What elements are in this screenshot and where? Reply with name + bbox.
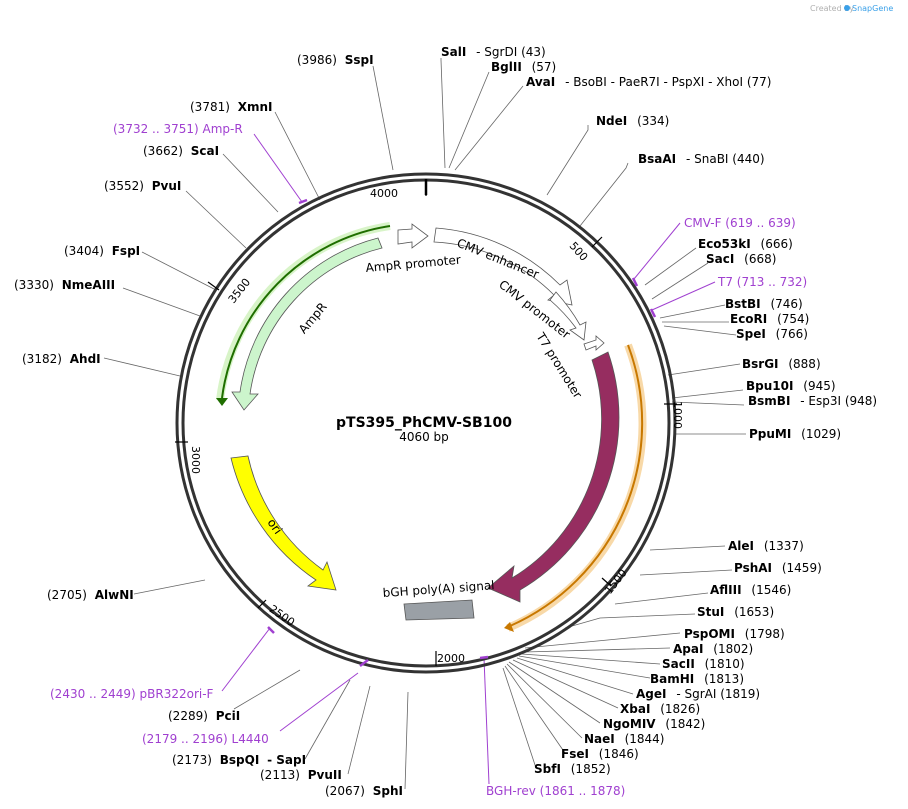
ampr-line-arrow	[216, 398, 228, 406]
enzyme-label-bspqi: (2173) BspQI - SapI	[172, 753, 306, 767]
enzyme-label-sacii: SacII (1810)	[662, 657, 745, 671]
enzyme-label-sbfi: SbfI (1852)	[534, 762, 611, 776]
credit-brand: SnapGene	[852, 4, 893, 13]
tick-marks	[175, 180, 677, 666]
enzyme-label-ngomiv: NgoMIV (1842)	[603, 717, 705, 731]
tick-1000: 1000	[671, 401, 684, 429]
enzyme-label-sphi: (2067) SphI	[325, 784, 403, 798]
cmv-promoter-feature	[549, 291, 587, 341]
enzyme-label-bsmbi: BsmBI - Esp3I (948)	[748, 394, 877, 408]
tick-500: 500	[567, 239, 591, 263]
primer-lines	[221, 133, 716, 785]
enzyme-label-xbai: XbaI (1826)	[620, 702, 700, 716]
enzyme-label-alei: AleI (1337)	[728, 539, 804, 553]
enzyme-label-pspomi: PspOMI (1798)	[684, 627, 785, 641]
sb100x-orf-line	[509, 344, 644, 627]
ampr-line	[221, 225, 391, 399]
snapgene-logo-icon	[844, 5, 850, 11]
enzyme-label-pshai: PshAI (1459)	[734, 561, 822, 575]
enzyme-label-bamhi: BamHI (1813)	[650, 672, 744, 686]
enzyme-label-stui: StuI (1653)	[697, 605, 774, 619]
primer-label-amp-r: (3732 .. 3751) Amp-R	[113, 122, 243, 136]
tick-4000: 4000	[370, 187, 398, 200]
connector-lines	[103, 58, 746, 790]
ori-feature	[230, 455, 337, 591]
enzyme-label-sspi: (3986) SspI	[297, 53, 374, 67]
enzyme-label-bstbi: BstBI (746)	[725, 297, 803, 311]
ampr-promoter-feature	[397, 223, 429, 249]
enzyme-label-sali: SalI - SgrDI (43)	[441, 45, 546, 59]
enzyme-label-nmeaiii: (3330) NmeAIII	[14, 278, 115, 292]
enzyme-label-xmni: (3781) XmnI	[190, 100, 273, 114]
feature-label-t7-promoter: T7 promoter	[533, 329, 585, 400]
enzyme-label-pvuii: (2113) PvuII	[260, 768, 342, 782]
enzyme-label-alwni: (2705) AlwNI	[47, 588, 134, 602]
primer-label-pbr322ori-f: (2430 .. 2449) pBR322ori-F	[50, 687, 214, 701]
credit-text: Created by	[810, 4, 854, 13]
plasmid-name: pTS395_PhCMV-SB100	[336, 415, 512, 431]
enzyme-label-naei: NaeI (1844)	[584, 732, 664, 746]
enzyme-label-ndei: NdeI (334)	[596, 114, 669, 128]
tick-2000: 2000	[437, 652, 465, 665]
enzyme-label-spei: SpeI (766)	[736, 327, 808, 341]
enzyme-label-agei: AgeI - SgrAI (1819)	[636, 687, 760, 701]
enzyme-label-fspi: (3404) FspI	[64, 244, 140, 258]
enzyme-label-scai: (3662) ScaI	[143, 144, 219, 158]
enzyme-label-fsei: FseI (1846)	[561, 747, 639, 761]
enzyme-label-avai: AvaI - BsoBI - PaeR7I - PspXI - XhoI (77…	[526, 75, 771, 89]
enzyme-label-bsrgi: BsrGI (888)	[742, 357, 821, 371]
t7-promoter-feature	[583, 335, 605, 351]
sb100x-feature	[487, 351, 620, 603]
feature-label-bgh-polya: bGH poly(A) signal	[382, 578, 495, 600]
enzyme-label-bpu10i: Bpu10I (945)	[746, 379, 836, 393]
enzyme-label-apai: ApaI (1802)	[673, 642, 753, 656]
enzyme-label-ppumi: PpuMI (1029)	[749, 427, 841, 441]
enzyme-label-eco53ki: Eco53kI (666)	[698, 237, 793, 251]
backbone-outer	[175, 172, 677, 674]
enzyme-label-bsaai: BsaAI - SnaBI (440)	[638, 152, 765, 166]
primer-label-t7: T7 (713 .. 732)	[717, 275, 807, 289]
ampr-feature	[231, 237, 383, 411]
tick-3000: 3000	[189, 446, 202, 474]
plasmid-length: 4060 bp	[399, 430, 449, 444]
primer-label-l4440: (2179 .. 2196) L4440	[142, 732, 269, 746]
enzyme-label-pcii: (2289) PciI	[168, 709, 240, 723]
enzyme-label-ahdi: (3182) AhdI	[22, 352, 101, 366]
sb100x-orf-arrow	[504, 622, 514, 632]
feature-label-ampr: AmpR	[296, 300, 330, 336]
enzyme-label-afliii: AflIII (1546)	[710, 583, 791, 597]
enzyme-label-saci: SacI (668)	[706, 252, 776, 266]
feature-label-ampr-promoter: AmpR promoter	[365, 253, 461, 275]
primer-label-cmv-f: CMV-F (619 .. 639)	[684, 216, 796, 230]
enzyme-label-ecori: EcoRI (754)	[730, 312, 809, 326]
enzyme-label-bglii: BglII (57)	[491, 60, 556, 74]
enzyme-label-pvui: (3552) PvuI	[104, 179, 181, 193]
primer-markers	[267, 198, 657, 667]
primer-label-bgh-rev: BGH-rev (1861 .. 1878)	[486, 784, 625, 798]
bgh-polya-feature	[403, 599, 475, 621]
